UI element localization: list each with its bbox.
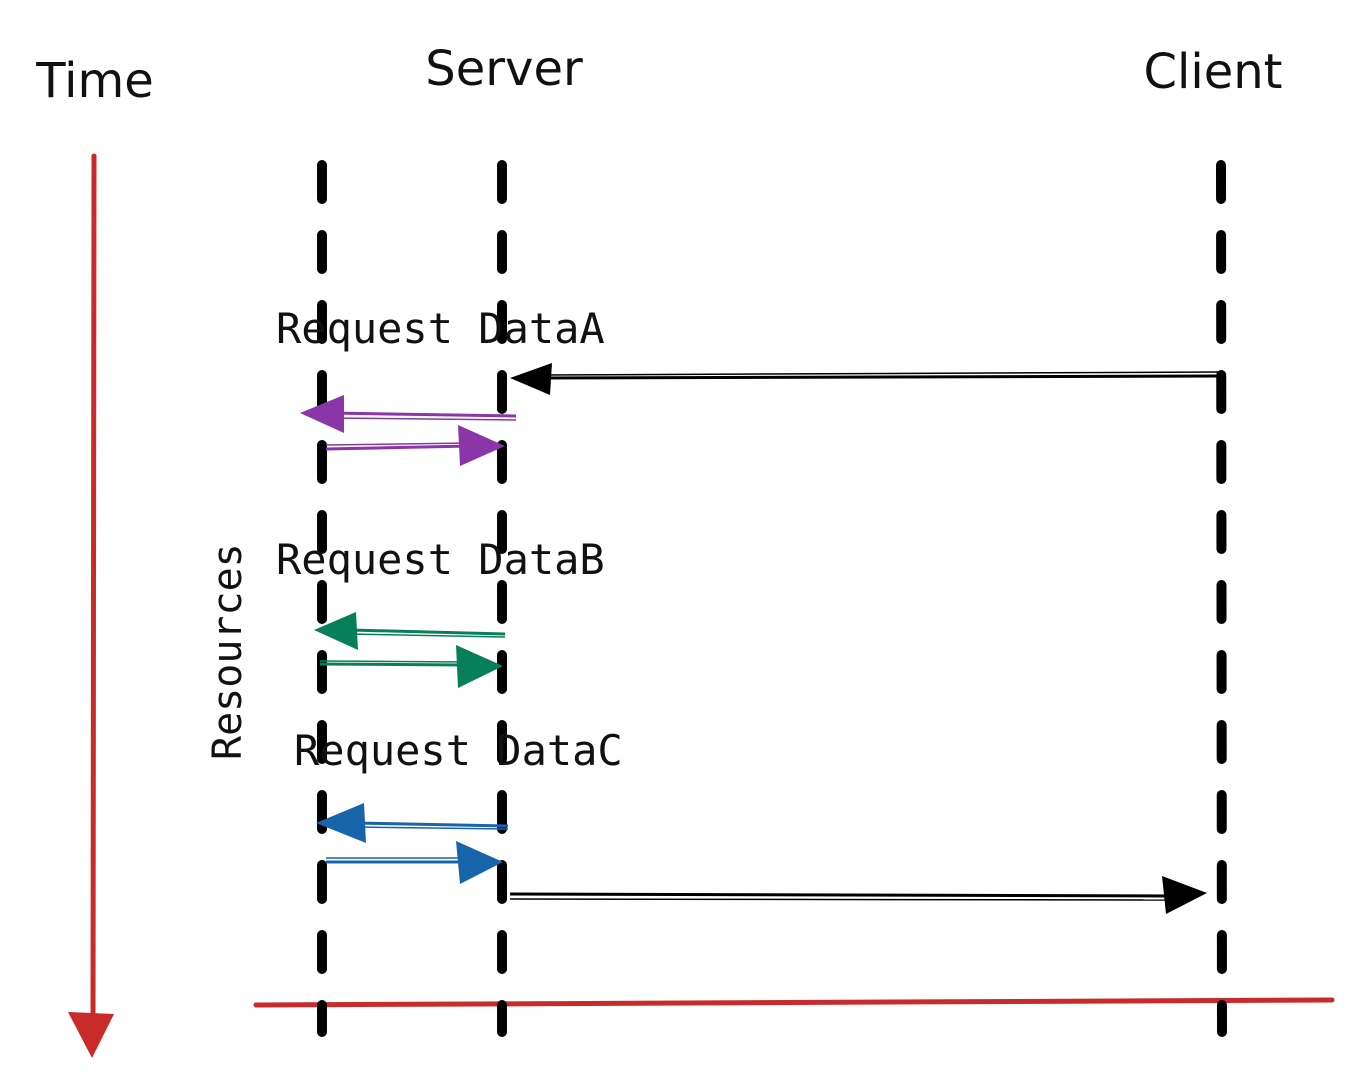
data-c-arrows xyxy=(316,803,509,884)
time-axis-arrowhead xyxy=(68,1012,114,1058)
data-a-response-head xyxy=(458,425,505,466)
server-to-client-arrow xyxy=(509,876,1207,914)
resources-label: Resources xyxy=(205,543,251,760)
data-b-response-arrow xyxy=(319,662,466,667)
data-a-arrows xyxy=(300,395,517,466)
data-b-response-head xyxy=(456,645,503,688)
request-c-label: Request DataC xyxy=(294,726,623,775)
data-b-arrows xyxy=(314,612,506,688)
time-header: Time xyxy=(35,53,153,109)
server-header: Server xyxy=(425,41,583,97)
data-a-request-head xyxy=(300,395,344,433)
request-a-label: Request DataA xyxy=(276,304,605,353)
request-b-label: Request DataB xyxy=(276,535,605,584)
data-c-request-head xyxy=(316,803,366,843)
data-a-request-arrow xyxy=(329,411,517,418)
data-c-request-arrow xyxy=(354,821,509,828)
data-a-response-arrow xyxy=(325,444,471,451)
client-to-server-arrow xyxy=(510,363,1219,395)
client-lifeline xyxy=(1216,160,1227,1037)
data-b-request-arrow xyxy=(349,628,506,636)
client-header: Client xyxy=(1144,44,1283,100)
time-axis-line xyxy=(90,153,97,1033)
data-b-request-head xyxy=(314,612,358,650)
data-c-response-head xyxy=(456,841,503,884)
time-end-line xyxy=(253,997,1335,1008)
